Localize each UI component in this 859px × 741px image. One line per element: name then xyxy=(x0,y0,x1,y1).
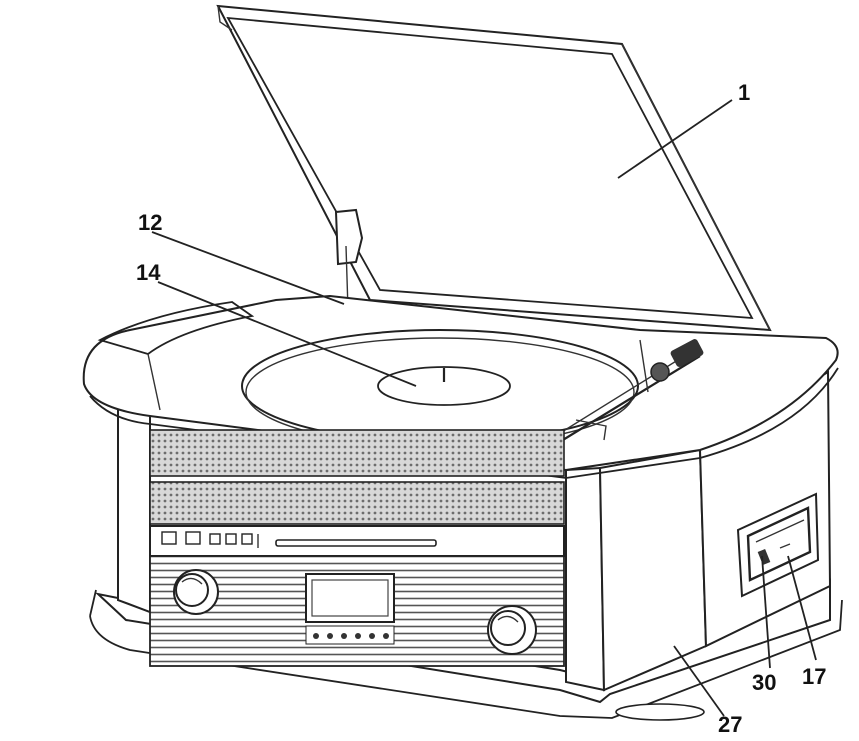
callout-27: 27 xyxy=(718,712,742,737)
leader-1 xyxy=(617,99,733,179)
cabinet-body xyxy=(117,370,832,692)
display-buttons xyxy=(305,625,395,645)
callout-labels: 1 12 14 30 17 27 xyxy=(136,80,826,737)
callout-12: 12 xyxy=(138,210,162,235)
dust-cover xyxy=(216,4,772,332)
cd-slot xyxy=(275,539,437,547)
record-label xyxy=(377,366,511,406)
leader-17 xyxy=(787,555,817,661)
lower-front-panel xyxy=(149,555,565,667)
cassette-module xyxy=(736,492,820,598)
callout-17: 17 xyxy=(802,664,826,689)
leader-14 xyxy=(157,281,417,387)
callout-30: 30 xyxy=(752,670,776,695)
callout-1: 1 xyxy=(738,80,750,105)
callout-14: 14 xyxy=(136,260,161,285)
right-knob xyxy=(487,605,537,655)
upper-speaker-grille xyxy=(149,429,565,477)
tonearm xyxy=(535,339,704,455)
platter xyxy=(241,329,639,447)
control-strip xyxy=(149,525,565,575)
left-knob xyxy=(173,569,219,615)
leader-30 xyxy=(761,555,771,669)
leader-27 xyxy=(673,645,725,717)
usb-port xyxy=(757,549,771,565)
leader-lines xyxy=(151,99,817,717)
lower-speaker-grille xyxy=(149,481,565,525)
leader-12 xyxy=(151,231,345,305)
left-button-row xyxy=(161,531,259,548)
